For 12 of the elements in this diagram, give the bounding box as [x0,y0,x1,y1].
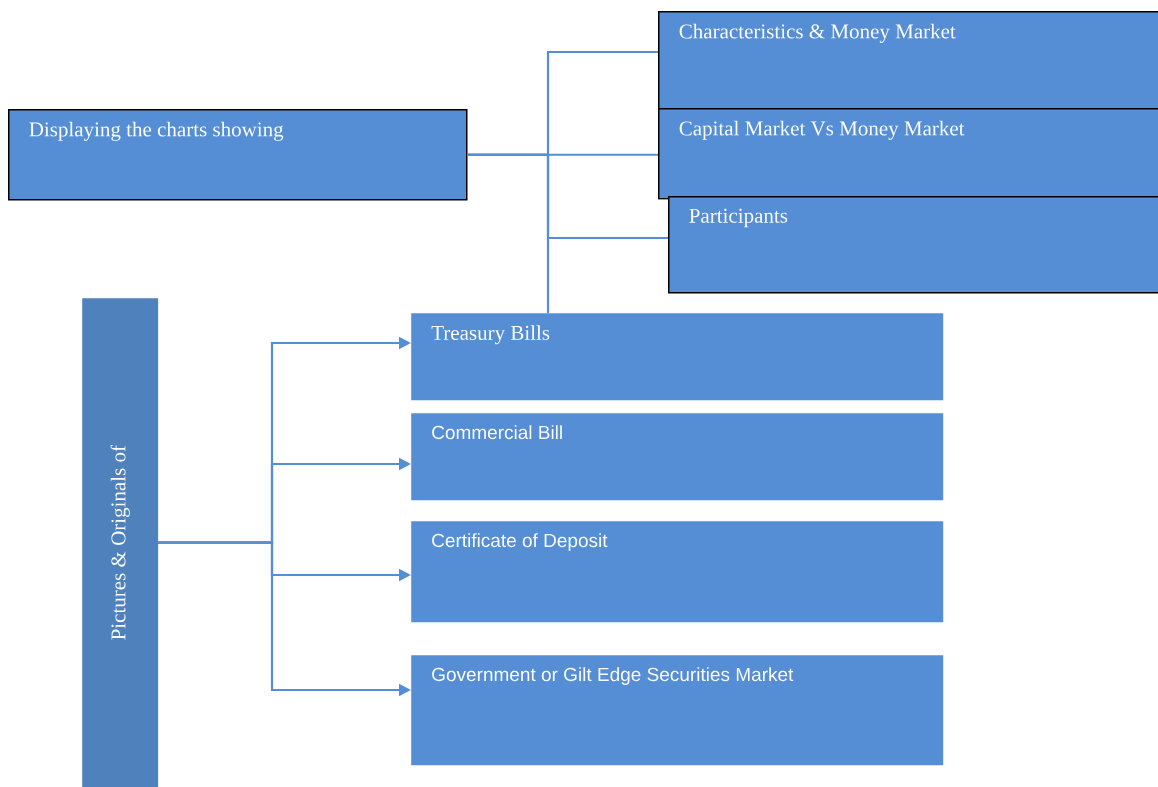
topic-box: Commercial Bill [411,413,944,501]
connector [467,153,550,313]
node-label: Characteristics & Money Market [679,23,956,43]
topic-box: Capital Market Vs Money Market [658,108,1158,200]
topic-box: Displaying the charts showing [8,109,468,201]
vertical-label-box: Pictures & Originals of [82,298,159,787]
topic-box: Treasury Bills [411,313,944,401]
topic-box: Certificate of Deposit [411,521,944,623]
topic-box: Characteristics & Money Market [658,11,1158,110]
topic-box: Government or Gilt Edge Securities Market [411,655,944,766]
topic-box: Participants [668,196,1158,294]
node-label: Capital Market Vs Money Market [679,120,965,140]
